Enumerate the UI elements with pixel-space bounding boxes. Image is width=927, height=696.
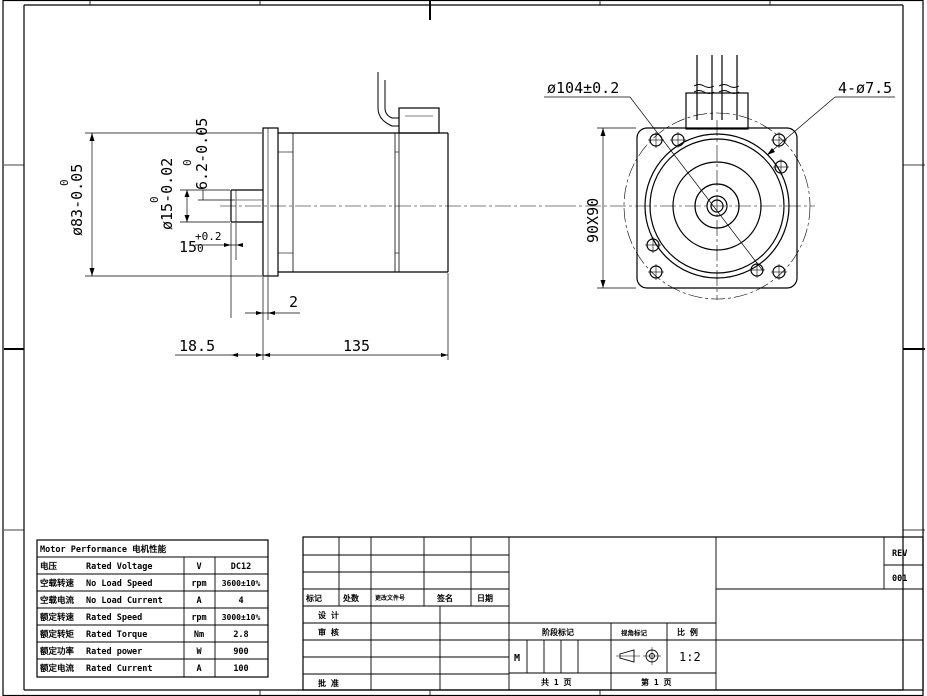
perf-row-cn: 额定电流 bbox=[40, 663, 75, 674]
shaft-length-label: 18.5 bbox=[179, 337, 215, 355]
dimension-arrows bbox=[89, 133, 448, 357]
sheet-number: 第 1 页 bbox=[641, 677, 671, 687]
perf-row-cn: 额定转矩 bbox=[40, 629, 75, 640]
perf-row-value: 3600±10% bbox=[222, 579, 261, 588]
perf-row-cn: 电压 bbox=[40, 561, 58, 572]
pilot-length-label: 2 bbox=[289, 293, 298, 311]
change-doc-header: 更改文件号 bbox=[375, 594, 405, 602]
perf-row-en: Rated Torque bbox=[86, 630, 147, 640]
perf-row-en: Rated Current bbox=[86, 664, 153, 674]
flat-length-tol-upper: +0.2 bbox=[195, 230, 222, 243]
perf-row-value: 3000±10% bbox=[222, 613, 261, 622]
shaft-diameter-upper-tol: 0 bbox=[148, 196, 161, 203]
front-view bbox=[560, 55, 815, 300]
perf-row-cn: 额定转速 bbox=[40, 612, 75, 623]
total-sheets: 共 1 页 bbox=[541, 677, 571, 687]
rev-value: 001 bbox=[892, 574, 907, 584]
review-label: 审 核 bbox=[318, 627, 339, 637]
performance-table-text: Motor Performance 电机性能 电压 Rated Voltage … bbox=[40, 544, 260, 674]
performance-table-title: Motor Performance 电机性能 bbox=[40, 544, 167, 555]
perf-row-unit: A bbox=[196, 596, 201, 606]
performance-table bbox=[36, 539, 269, 678]
flat-depth-upper-tol: 0 bbox=[181, 159, 194, 166]
perf-row-unit: W bbox=[196, 647, 202, 657]
perf-row-cn: 空载转速 bbox=[40, 578, 75, 589]
perf-row-en: Rated power bbox=[86, 647, 142, 657]
mark-header: 标记 bbox=[305, 593, 322, 603]
perf-row-unit: rpm bbox=[191, 613, 206, 623]
perf-row-cn: 空载电流 bbox=[40, 595, 75, 606]
front-view-dimensions bbox=[544, 96, 895, 289]
perf-row-en: No Load Current bbox=[86, 596, 163, 606]
square-size-label: 90X90 bbox=[584, 198, 602, 243]
stage-value: M bbox=[514, 653, 520, 664]
perf-row-en: Rated Voltage bbox=[86, 562, 153, 572]
perf-row-cn: 额定功率 bbox=[40, 646, 75, 657]
perf-row-unit: A bbox=[196, 664, 201, 674]
date-header: 日期 bbox=[477, 593, 493, 603]
sign-header: 签名 bbox=[436, 593, 453, 603]
perf-row-value: 2.8 bbox=[233, 630, 248, 640]
rev-label: REV bbox=[892, 549, 907, 559]
body-diameter-label: ø83-0.05 bbox=[68, 164, 86, 236]
mounting-holes-label: 4-ø7.5 bbox=[838, 79, 892, 97]
perf-row-unit: rpm bbox=[191, 579, 206, 589]
scale-label: 比 例 bbox=[677, 627, 698, 637]
perf-row-en: Rated Speed bbox=[86, 613, 142, 623]
count-header: 处数 bbox=[342, 593, 360, 603]
perf-row-en: No Load Speed bbox=[86, 579, 153, 589]
shaft-diameter-label: ø15-0.02 bbox=[158, 158, 176, 230]
projection-label: 视角标记 bbox=[621, 628, 648, 637]
side-view bbox=[220, 72, 560, 277]
front-dimension-arrows bbox=[600, 128, 775, 288]
scale-value: 1:2 bbox=[679, 650, 701, 664]
perf-row-value: 4 bbox=[238, 596, 243, 606]
projection-symbol-icon bbox=[616, 647, 661, 665]
design-label: 设 计 bbox=[318, 610, 339, 620]
side-view-dimensions bbox=[85, 132, 449, 360]
flat-depth-label: 6.2-0.05 bbox=[193, 118, 211, 190]
body-length-label: 135 bbox=[343, 337, 370, 355]
bolt-circle-label: ø104±0.2 bbox=[547, 79, 619, 97]
perf-row-unit: V bbox=[196, 562, 201, 572]
perf-row-value: DC12 bbox=[231, 562, 251, 572]
title-block bbox=[302, 536, 924, 691]
body-diameter-upper-tol: 0 bbox=[58, 179, 71, 186]
perf-row-unit: Nm bbox=[194, 630, 204, 640]
flat-length-tol-lower: 0 bbox=[197, 242, 204, 255]
perf-row-value: 100 bbox=[233, 664, 248, 674]
title-block-text: REV 001 标记 处数 更改文件号 签名 日期 设 计 审 核 批 准 阶段… bbox=[305, 549, 907, 688]
approve-label: 批 准 bbox=[318, 678, 339, 688]
stage-mark-label: 阶段标记 bbox=[542, 627, 574, 637]
flat-length-label: 15 bbox=[179, 238, 197, 256]
perf-row-value: 900 bbox=[233, 647, 248, 657]
